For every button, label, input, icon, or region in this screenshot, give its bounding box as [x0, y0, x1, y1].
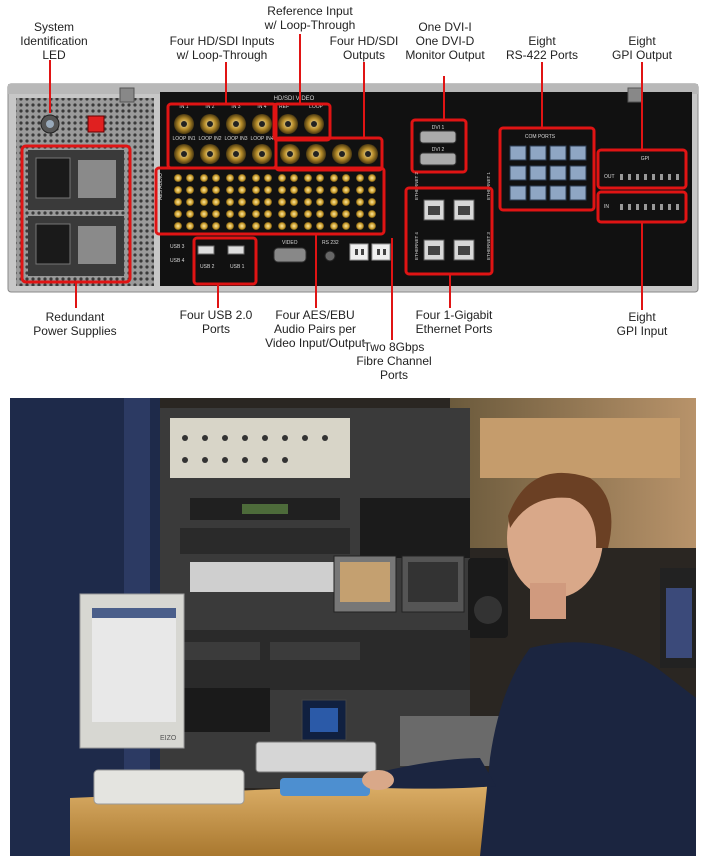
label-ethernet-2: ETHERNET 2 — [414, 172, 419, 200]
label-aes-audio: AES AUDIO — [158, 173, 164, 200]
bnc-row-top — [174, 114, 324, 134]
bnc-row-bottom — [174, 144, 378, 164]
label-loop-in2: LOOP IN2 — [199, 136, 222, 142]
label-in-1: IN 1 — [179, 104, 188, 110]
label-in-2: IN 2 — [205, 104, 214, 110]
aes-audio-connector-grid — [174, 174, 376, 230]
label-usb-2: USB 2 — [200, 264, 215, 270]
control-keyboard — [255, 741, 377, 773]
aes-ebu-highlight — [154, 166, 386, 236]
label-in-3: IN 3 — [231, 104, 240, 110]
label-ethernet-1: ETHERNET 1 — [486, 172, 491, 200]
usb-port-1 — [227, 245, 245, 255]
rs422-port-grid — [509, 145, 587, 201]
mouse-pad — [280, 778, 370, 796]
label-usb-4: USB 4 — [170, 258, 185, 264]
patch-panel-jacks — [182, 435, 328, 463]
gpi-input-pins — [620, 204, 679, 210]
label-dvi-1: DVI 1 — [432, 125, 445, 131]
label-gpi: GPI — [641, 156, 650, 162]
label-rs-232: RS 232 — [322, 240, 339, 246]
label-ref: REF — [279, 104, 289, 110]
dvi-highlight — [410, 118, 468, 174]
operator-person — [362, 472, 696, 856]
rs422-highlight — [498, 126, 596, 212]
fibre-channel-port-2 — [371, 243, 391, 261]
power-switch — [87, 115, 105, 133]
video-db-connector — [273, 247, 307, 263]
label-gpi-out: OUT — [604, 174, 615, 180]
monitor-brand-label: EIZO — [160, 735, 177, 742]
rs232-jack — [324, 250, 336, 262]
chassis-drawing: HD/SDI VIDEO REF LOOP IN 1 IN 2 IN 3 IN … — [7, 34, 699, 340]
label-ethernet-4: ETHERNET 4 — [414, 232, 419, 260]
label-com-ports: COM PORTS — [525, 134, 556, 140]
label-loop: LOOP — [309, 104, 324, 110]
usb-ports-highlight — [192, 236, 258, 286]
fibre-channel-port-1 — [349, 243, 369, 261]
label-dvi-2: DVI 2 — [432, 147, 445, 153]
label-loop-in4: LOOP IN4 — [251, 136, 274, 142]
label-usb-3: USB 3 — [170, 244, 185, 250]
dvi-i-port — [419, 130, 457, 144]
dvi-d-port — [419, 152, 457, 166]
control-room-photo: EIZO — [10, 398, 696, 856]
reference-input-highlight — [272, 102, 332, 142]
label-loop-in3: LOOP IN3 — [225, 136, 248, 142]
hd-sdi-outputs-highlight — [274, 136, 384, 172]
label-hd-sdi-video: HD/SDI VIDEO — [274, 96, 315, 102]
label-in-4: IN 4 — [257, 104, 266, 110]
label-usb-1: USB 1 — [230, 264, 245, 270]
label-ethernet-3: ETHERNET 3 — [486, 232, 491, 260]
keyboard — [93, 769, 245, 805]
usb-port-2 — [197, 245, 215, 255]
label-loop-in1: LOOP IN1 — [173, 136, 196, 142]
label-video: VIDEO — [282, 240, 298, 246]
label-gpi-in: IN — [604, 204, 609, 210]
gpi-output-pins — [620, 174, 679, 180]
